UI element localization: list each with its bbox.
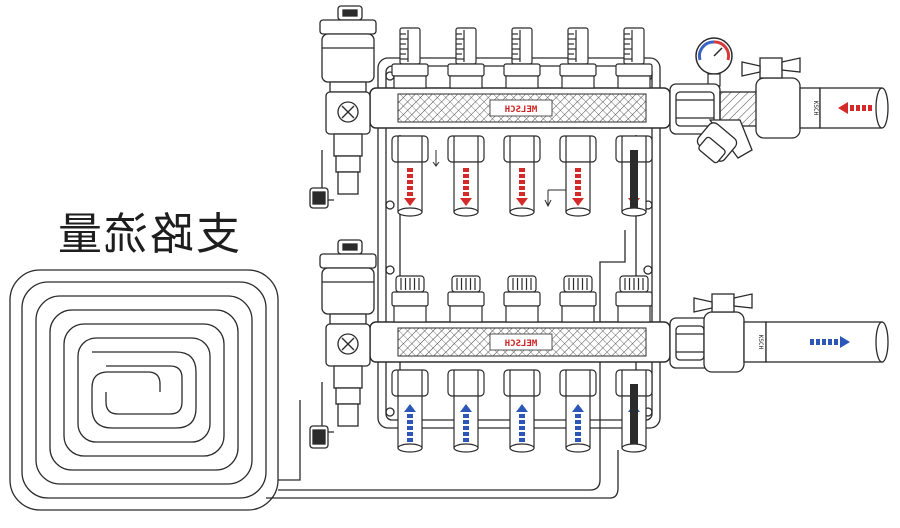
left-endpiece-lower xyxy=(309,323,371,449)
supply-inlet-arrow xyxy=(838,102,872,114)
return-outlet-arrow xyxy=(810,336,850,348)
lockshield-valve-cap xyxy=(615,275,653,323)
return-outlet-fitting xyxy=(559,369,597,453)
return-outlet-fitting xyxy=(447,369,485,453)
supply-outlet-fitting xyxy=(391,135,429,217)
return-outlet-fitting xyxy=(503,369,541,453)
flow-meter-icon xyxy=(503,27,541,89)
return-ball-valve: KSCH xyxy=(669,293,889,373)
active-loop-pipe xyxy=(630,150,638,208)
return-outlet-fitting xyxy=(391,369,429,453)
left-endpiece-upper xyxy=(309,91,371,209)
active-loop-pipe xyxy=(630,384,638,444)
air-vent-icon xyxy=(319,5,377,93)
diagram-title: 支路流量 xyxy=(56,209,240,260)
supply-ball-valve: KSCH xyxy=(669,57,889,139)
supply-brand-label: MELSCH xyxy=(505,105,538,115)
lockshield-valve-cap xyxy=(447,275,485,323)
annotation-marks xyxy=(432,150,566,208)
fitting-brand-label: KSCH xyxy=(812,101,819,116)
supply-outlet-fitting xyxy=(447,135,485,217)
floor-heating-coil-icon xyxy=(9,230,626,511)
flow-meter-icon xyxy=(559,27,597,89)
supply-outlet-fitting xyxy=(503,135,541,217)
flow-meter-icon xyxy=(447,27,485,89)
supply-outlet-fitting xyxy=(559,135,597,217)
flow-meter-icon xyxy=(615,27,653,89)
flow-meter-icon xyxy=(391,27,429,89)
supply-manifold-bar: MELSCH xyxy=(369,87,671,129)
fitting-brand-label-return: KSCH xyxy=(757,335,764,350)
return-brand-label: MELSCH xyxy=(505,339,538,349)
return-manifold-bar: MELSCH xyxy=(369,321,671,363)
y-strainer-icon xyxy=(696,119,753,164)
air-vent-icon xyxy=(319,239,377,325)
pressure-gauge-icon xyxy=(695,37,733,87)
lockshield-valve-cap xyxy=(391,275,429,323)
lockshield-valve-cap xyxy=(503,275,541,323)
lockshield-valve-cap xyxy=(559,275,597,323)
